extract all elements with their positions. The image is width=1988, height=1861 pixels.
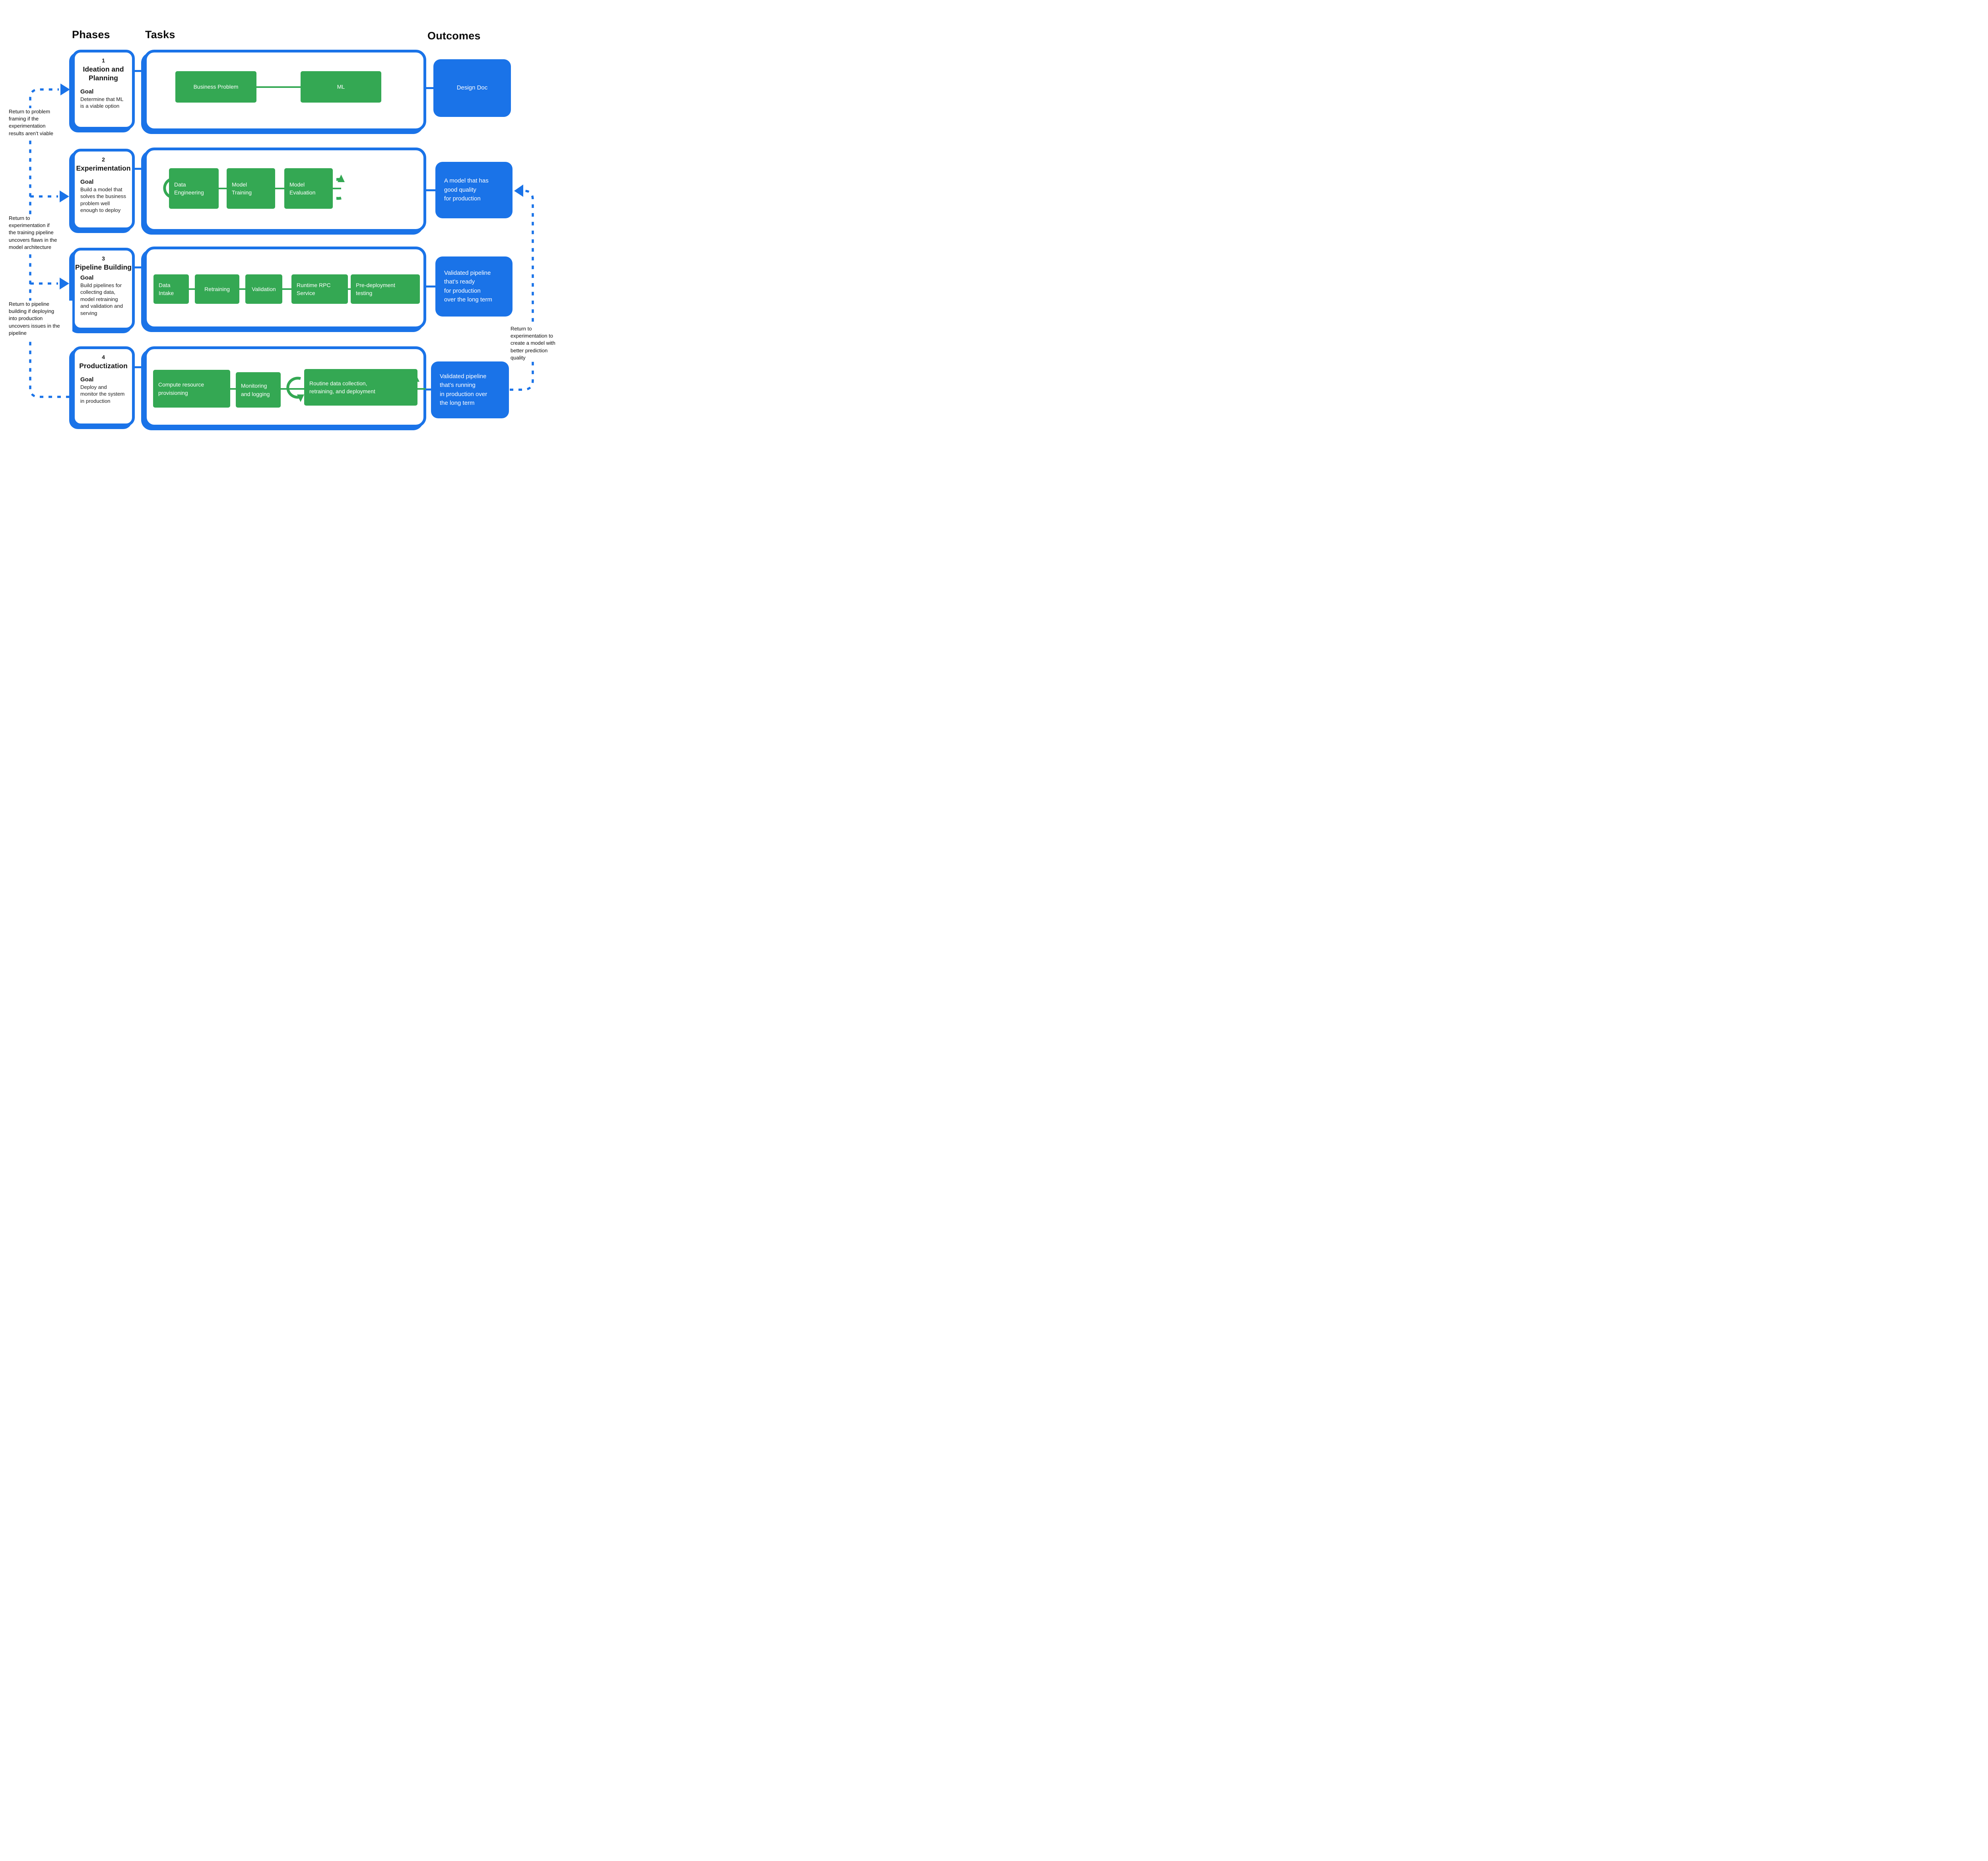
phases-column-header: Phases [72, 29, 110, 41]
goal-label: Goal [80, 274, 94, 281]
connector-line [256, 86, 301, 88]
left-note-return-to-pipeline-building: Return to pipeline building if deploying… [9, 301, 72, 337]
connector-line [229, 388, 237, 390]
task-business-problem: Business Problem [175, 71, 256, 103]
loop-arrow-icon [286, 377, 304, 402]
phase-card-experimentation: 2 Experimentation Goal Build a model tha… [72, 149, 135, 230]
connector-line [134, 168, 144, 170]
connector-line [134, 70, 144, 72]
right-feedback-path [510, 190, 534, 391]
left-note-return-to-experimentation: Return to experimentation if the trainin… [9, 215, 69, 251]
task-data-intake: Data Intake [153, 274, 189, 304]
connector-line [279, 388, 306, 390]
tasks-column-header: Tasks [145, 29, 175, 41]
task-compute-resource-provisioning: Compute resource provisioning [153, 370, 230, 408]
left-note-return-to-problem-framing: Return to problem framing if the experim… [9, 108, 65, 137]
right-note-return-to-experimentation: Return to experimentation to create a mo… [511, 325, 564, 361]
goal-text: Build a model that solves the business p… [80, 186, 126, 214]
goal-label: Goal [80, 88, 94, 95]
task-routine-data-collection: Routine data collection, retraining, and… [304, 369, 417, 406]
phase-title: Pipeline Building [75, 263, 132, 271]
connector-line [425, 189, 435, 191]
connector-line [346, 288, 352, 290]
goal-label: Goal [80, 178, 94, 185]
task-model-training: Model Training [227, 168, 275, 209]
task-monitoring-and-logging: Monitoring and logging [236, 372, 281, 408]
phase-card-productization: 4 Productization Goal Deploy and monitor… [72, 346, 135, 426]
outcomes-column-header: Outcomes [427, 30, 481, 42]
connector-line [134, 366, 144, 368]
task-pre-deployment-testing: Pre-deployment testing [351, 274, 420, 304]
goal-text: Deploy and monitor the system in product… [80, 384, 125, 404]
connector-line [416, 388, 426, 390]
loop-arrow-icon [163, 177, 181, 202]
connector-line [187, 288, 294, 290]
phase-number: 1 [102, 57, 105, 64]
goal-text: Determine that ML is a viable option [80, 96, 124, 109]
outcome-validated-pipeline-ready: Validated pipeline that’s ready for prod… [435, 256, 513, 317]
loop-arrow-icon [411, 374, 419, 400]
phase-number: 2 [102, 156, 105, 163]
connector-line [134, 266, 144, 268]
goal-text: Build pipelines for collecting data, mod… [80, 282, 123, 316]
phase-title: Experimentation [76, 164, 131, 172]
task-runtime-rpc-service: Runtime RPC Service [291, 274, 348, 304]
task-retraining: Retraining [195, 274, 239, 304]
outcome-quality-model: A model that has good quality for produc… [435, 162, 513, 218]
phase-number: 4 [102, 354, 105, 360]
loop-arrow-icon [336, 175, 345, 200]
connector-line [425, 286, 435, 288]
phase-title: Ideation and Planning [83, 65, 124, 82]
connector-line [425, 389, 433, 390]
task-validation: Validation [245, 274, 282, 304]
arrow-to-phase3-icon [60, 278, 69, 289]
task-ml: ML [301, 71, 381, 103]
outcome-design-doc: Design Doc [433, 59, 511, 117]
phase-card-pipeline-building: 3 Pipeline Building Goal Build pipelines… [72, 248, 135, 330]
arrow-to-outcome2-icon [514, 185, 523, 197]
phase-card-ideation: 1 Ideation and Planning Goal Determine t… [72, 50, 135, 130]
connector-line [425, 87, 434, 89]
outcome-pipeline-in-production: Validated pipeline that’s running in pro… [431, 361, 509, 418]
arrow-to-phase2-icon [60, 190, 69, 202]
goal-label: Goal [80, 376, 94, 383]
mlops-phases-diagram: Phases Tasks Outcomes 1 Ideation and Pla… [0, 0, 564, 465]
arrow-to-phase1-icon [60, 84, 70, 95]
phase-title: Productization [79, 362, 128, 370]
feedback-paths [29, 84, 534, 398]
phase-number: 3 [102, 255, 105, 262]
task-model-evaluation: Model Evaluation [284, 168, 333, 209]
